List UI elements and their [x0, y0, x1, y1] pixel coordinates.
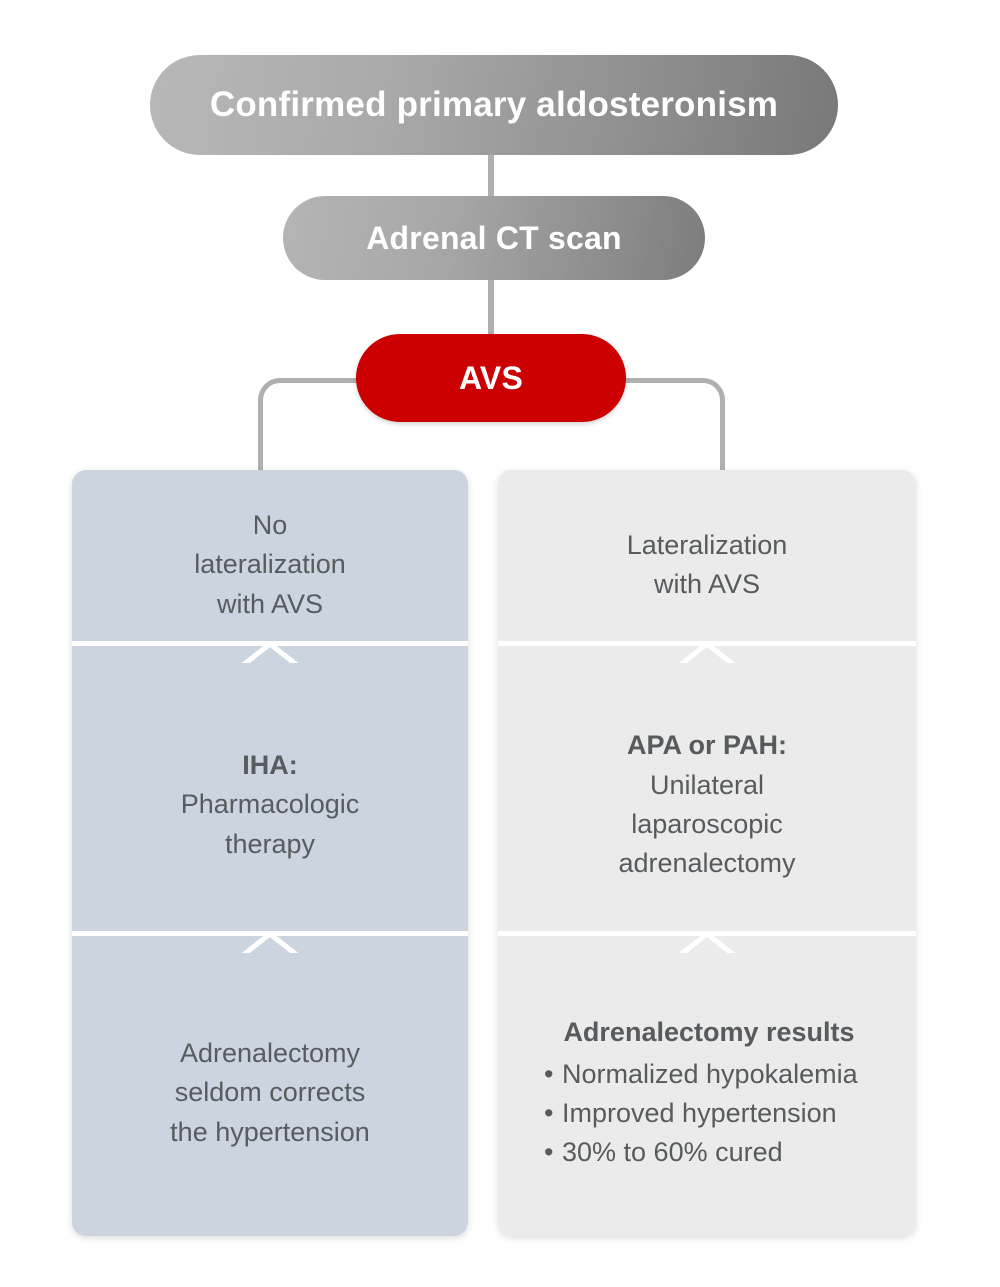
left-step-3-cell: Adrenalectomy seldom corrects the hypert… — [72, 950, 468, 1236]
left-step3-line1: Adrenalectomy — [179, 1037, 361, 1068]
list-item: • Normalized hypokalemia — [544, 1055, 896, 1094]
right-step-1-cell: Lateralization with AVS — [498, 470, 916, 663]
node-label-root: Confirmed primary aldosteronism — [209, 85, 779, 124]
left-step-1-cell: No lateralization with AVS — [72, 470, 468, 663]
left-step1-line2: lateralization — [194, 549, 346, 580]
branch-right-lateralization: Lateralization with AVS APA or PAH: Unil… — [498, 470, 916, 1236]
bullet-label-1: Normalized hypokalemia — [562, 1058, 858, 1089]
list-item: • 30% to 60% cured — [544, 1133, 896, 1172]
left-step-2-cell: IHA: Pharmacologic therapy — [72, 660, 468, 953]
list-item: • Improved hypertension — [544, 1094, 896, 1133]
left-step3-line3: the hypertension — [170, 1116, 370, 1147]
right-step2-line3: adrenalectomy — [618, 848, 796, 879]
right-step2-line2: laparoscopic — [631, 809, 783, 839]
bullet-label-3: 30% to 60% cured — [562, 1137, 783, 1168]
connector-ct-to-avs — [488, 265, 494, 335]
left-step2-line1: Pharmacologic — [180, 789, 360, 820]
node-avs: AVS — [356, 334, 626, 422]
right-step1-line2: with AVS — [653, 569, 761, 599]
left-divider-2-bar — [72, 931, 468, 936]
bullet-icon: • — [544, 1058, 554, 1089]
right-divider-2-bar — [498, 931, 916, 936]
right-step1-line1: Lateralization — [626, 529, 788, 560]
bullet-icon: • — [544, 1098, 554, 1128]
connector-avs-to-left-branch — [258, 378, 373, 479]
left-step3-line2: seldom corrects — [174, 1077, 366, 1108]
node-label-avs: AVS — [458, 359, 524, 396]
node-label-ct: Adrenal CT scan — [366, 219, 622, 256]
left-step2-heading: IHA: — [242, 749, 298, 780]
left-divider-1 — [72, 641, 468, 663]
right-divider-1 — [498, 641, 916, 663]
bullet-label-2: Improved hypertension — [562, 1098, 837, 1128]
branch-left-no-lateralization: No lateralization with AVS IHA: Pharmaco… — [72, 470, 468, 1236]
node-adrenal-ct-scan: Adrenal CT scan — [283, 196, 705, 280]
right-step3-heading: Adrenalectomy results — [563, 1017, 855, 1048]
node-confirmed-primary-aldosteronism: Confirmed primary aldosteronism — [150, 55, 838, 155]
left-divider-2 — [72, 931, 468, 953]
right-step2-line1: Unilateral — [649, 769, 765, 800]
left-step2-line2: therapy — [224, 828, 316, 859]
right-step-3-cell: Adrenalectomy results • Normalized hypok… — [498, 950, 916, 1236]
left-step1-line1: No — [252, 509, 288, 540]
right-step-2-cell: APA or PAH: Unilateral laparoscopic adre… — [498, 660, 916, 953]
right-step2-heading: APA or PAH: — [627, 730, 787, 761]
right-divider-2 — [498, 931, 916, 953]
right-divider-1-bar — [498, 641, 916, 646]
bullet-icon: • — [544, 1137, 554, 1168]
connector-root-to-ct — [488, 140, 494, 210]
connector-avs-to-right-branch — [620, 378, 725, 479]
left-step1-line3: with AVS — [216, 588, 324, 619]
left-divider-1-bar — [72, 641, 468, 646]
adrenalectomy-results-block: Adrenalectomy results • Normalized hypok… — [518, 1013, 896, 1173]
